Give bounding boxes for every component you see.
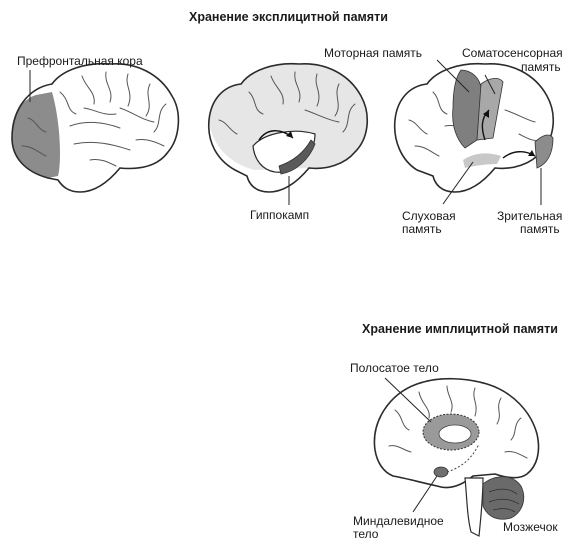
label-auditory-line2: память <box>402 222 442 236</box>
brain-hippocampus-illustration <box>208 62 369 205</box>
visual-cortex-highlight <box>534 134 554 169</box>
label-prefrontal-cortex: Префронтальная кора <box>17 54 143 68</box>
amygdala-highlight <box>433 466 449 478</box>
brainstem <box>464 477 484 537</box>
brain-outline <box>11 62 180 193</box>
arrowhead <box>528 150 535 156</box>
label-striatum: Полосатое тело <box>350 361 439 375</box>
arrowhead <box>483 110 489 118</box>
cerebellum-folds <box>488 488 520 513</box>
auditory-cortex-highlight <box>463 153 501 168</box>
label-somatosensory-line2: память <box>521 60 561 74</box>
cerebellum-highlight <box>482 476 525 520</box>
label-amygdala-line2: тело <box>353 527 379 541</box>
hippocampus-highlight <box>278 139 316 175</box>
prefrontal-highlight <box>11 92 61 178</box>
brain-implicit-illustration <box>373 377 540 537</box>
label-amygdala-line1: Миндалевидное <box>353 514 444 528</box>
brain-prefrontal-illustration <box>11 62 180 193</box>
implicit-memory-title: Хранение имплицитной памяти <box>362 322 558 336</box>
arrowhead <box>286 131 293 138</box>
pointer-line-motor <box>436 59 470 93</box>
brain-light-shading <box>209 63 368 170</box>
dotted-pathway <box>446 443 480 473</box>
brain-outline <box>208 62 369 193</box>
pointer-line-auditory <box>442 161 474 205</box>
label-cerebellum: Мозжечок <box>503 520 558 534</box>
explicit-memory-title: Хранение эксплицитной памяти <box>189 10 388 24</box>
label-hippocampus: Гиппокамп <box>250 208 310 222</box>
pointer-line-amygdala <box>412 475 438 513</box>
brain-sensory-illustration <box>393 59 555 205</box>
pointer-line-somatosensory <box>484 74 496 95</box>
motor-cortex-highlight <box>452 69 482 149</box>
label-motor-memory: Моторная память <box>324 46 423 60</box>
brain-folds <box>21 71 167 167</box>
somatosensory-cortex-highlight <box>476 78 504 141</box>
label-visual-line1: Зрительная <box>497 209 563 223</box>
brain-folds <box>388 385 528 459</box>
striatum-inner <box>438 424 472 444</box>
label-visual-line2: память <box>520 222 560 236</box>
label-auditory-line1: Слуховая <box>402 209 456 223</box>
brain-folds <box>218 71 356 135</box>
label-somatosensory-line1: Соматосенсорная <box>462 46 563 60</box>
pointer-line-striatum <box>384 377 432 423</box>
